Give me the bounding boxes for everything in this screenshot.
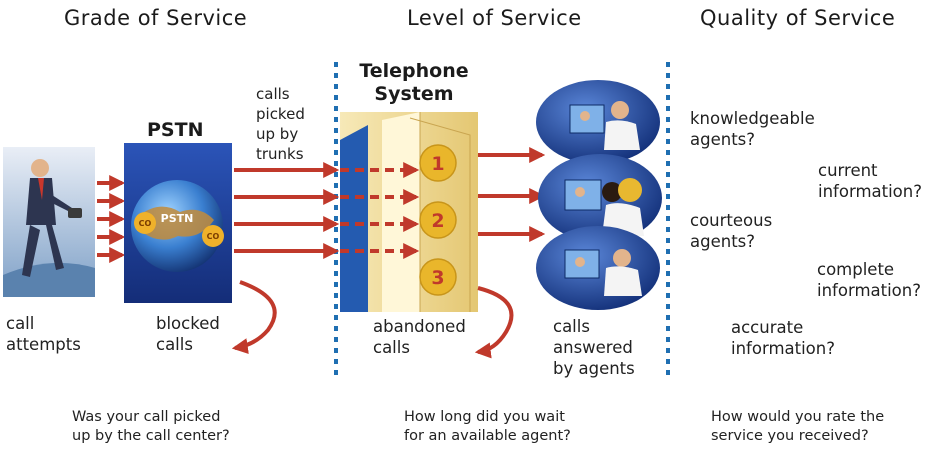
queue-circle-1: 1	[419, 144, 457, 182]
svg-text:3: 3	[431, 267, 444, 289]
heading-grade-of-service: Grade of Service	[64, 6, 248, 30]
svg-text:1: 1	[431, 153, 444, 175]
calls-picked-up-label: calls picked up by trunks	[256, 85, 305, 163]
globe-label: PSTN	[161, 212, 194, 225]
quality-item-courteous: courteous agents?	[690, 211, 773, 251]
question-quality: How would you rate the service you recei…	[711, 409, 885, 444]
question-level: How long did you wait for an available a…	[404, 409, 571, 444]
quality-item-current-information: current information?	[818, 161, 922, 201]
quality-item-knowledgeable: knowledgeable agents?	[690, 109, 815, 149]
quality-item-accurate-information: accurate information?	[731, 318, 835, 358]
trunk-arrows	[234, 162, 340, 259]
queue-circle-3: 3	[419, 258, 457, 296]
heading-quality-of-service: Quality of Service	[700, 6, 896, 30]
co-left-badge	[134, 212, 156, 234]
calls-answered-label: calls answered by agents	[553, 317, 635, 378]
agent-disc-1	[536, 80, 660, 164]
quality-item-complete-information: complete information?	[817, 260, 921, 300]
svg-text:2: 2	[431, 210, 444, 232]
svg-text:CO: CO	[139, 219, 152, 228]
queue-circle-2: 2	[419, 201, 457, 239]
agent-disc-3	[536, 226, 660, 310]
pstn-panel: PSTN CO CO	[124, 143, 232, 303]
dashed-queue-arrows	[340, 162, 420, 259]
svg-text:CO: CO	[207, 232, 220, 241]
arrows-call-attempts	[97, 175, 126, 263]
agent-arrows	[478, 147, 546, 242]
telephone-system-label: Telephone System	[359, 60, 469, 105]
heading-level-of-service: Level of Service	[407, 6, 582, 30]
telephone-system-building	[340, 112, 478, 312]
blocked-calls-arrow	[231, 280, 277, 355]
question-grade: Was your call picked up by the call cent…	[72, 409, 230, 444]
abandoned-calls-arrow	[474, 286, 514, 359]
co-right-badge	[202, 225, 224, 247]
blocked-calls-label: blocked calls	[156, 314, 220, 354]
businessman-image	[3, 147, 95, 297]
abandoned-calls-label: abandoned calls	[373, 317, 466, 357]
call-attempts-label: call attempts	[6, 314, 81, 354]
pstn-label: PSTN	[147, 119, 204, 141]
